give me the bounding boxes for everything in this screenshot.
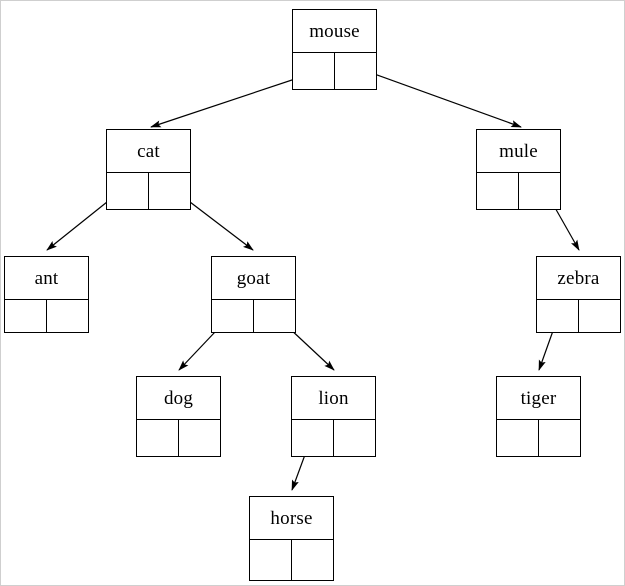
node-right-pointer-ant[interactable]	[47, 300, 88, 332]
node-left-pointer-horse[interactable]	[250, 540, 292, 580]
tree-edge-mouse-to-mule	[354, 66, 522, 128]
node-right-pointer-goat[interactable]	[254, 300, 295, 332]
node-left-pointer-goat[interactable]	[212, 300, 254, 332]
node-label-zebra: zebra	[537, 257, 620, 300]
tree-node-zebra[interactable]: zebra	[536, 256, 621, 333]
node-pointers-tiger	[497, 420, 580, 456]
node-label-cat: cat	[107, 130, 190, 173]
node-left-pointer-lion[interactable]	[292, 420, 334, 456]
tree-node-mouse[interactable]: mouse	[292, 9, 377, 90]
node-pointers-mouse	[293, 53, 376, 89]
node-pointers-zebra	[537, 300, 620, 332]
node-right-pointer-zebra[interactable]	[579, 300, 620, 332]
tree-node-ant[interactable]: ant	[4, 256, 89, 333]
tree-node-cat[interactable]: cat	[106, 129, 191, 210]
tree-node-tiger[interactable]: tiger	[496, 376, 581, 457]
node-label-goat: goat	[212, 257, 295, 300]
node-left-pointer-zebra[interactable]	[537, 300, 579, 332]
node-pointers-dog	[137, 420, 220, 456]
tree-node-mule[interactable]: mule	[476, 129, 561, 210]
node-pointers-lion	[292, 420, 375, 456]
node-label-mouse: mouse	[293, 10, 376, 53]
node-right-pointer-lion[interactable]	[334, 420, 375, 456]
node-label-horse: horse	[250, 497, 333, 540]
node-right-pointer-cat[interactable]	[149, 173, 190, 209]
node-left-pointer-ant[interactable]	[5, 300, 47, 332]
node-label-dog: dog	[137, 377, 220, 420]
node-right-pointer-mule[interactable]	[519, 173, 560, 209]
node-right-pointer-horse[interactable]	[292, 540, 333, 580]
tree-node-lion[interactable]: lion	[291, 376, 376, 457]
node-right-pointer-dog[interactable]	[179, 420, 220, 456]
node-right-pointer-tiger[interactable]	[539, 420, 580, 456]
tree-edge-mouse-to-cat	[150, 74, 308, 128]
node-pointers-cat	[107, 173, 190, 209]
node-left-pointer-dog[interactable]	[137, 420, 179, 456]
node-pointers-goat	[212, 300, 295, 332]
node-left-pointer-mule[interactable]	[477, 173, 519, 209]
tree-node-horse[interactable]: horse	[249, 496, 334, 581]
node-label-mule: mule	[477, 130, 560, 173]
node-left-pointer-mouse[interactable]	[293, 53, 335, 89]
tree-node-goat[interactable]: goat	[211, 256, 296, 333]
node-pointers-horse	[250, 540, 333, 580]
node-right-pointer-mouse[interactable]	[335, 53, 376, 89]
node-pointers-mule	[477, 173, 560, 209]
tree-node-dog[interactable]: dog	[136, 376, 221, 457]
node-left-pointer-cat[interactable]	[107, 173, 149, 209]
node-label-tiger: tiger	[497, 377, 580, 420]
node-label-ant: ant	[5, 257, 88, 300]
node-pointers-ant	[5, 300, 88, 332]
node-label-lion: lion	[292, 377, 375, 420]
node-left-pointer-tiger[interactable]	[497, 420, 539, 456]
